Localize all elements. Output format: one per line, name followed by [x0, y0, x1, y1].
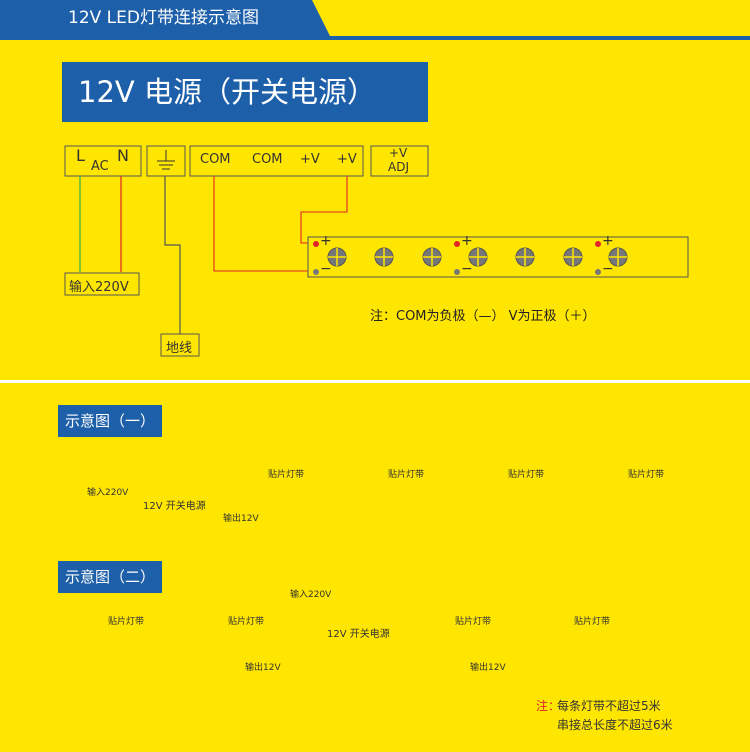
d1-output-label: 输出12V — [223, 514, 259, 524]
terminal-ground-box — [146, 145, 186, 177]
ground-wire-label: 地线 — [166, 341, 193, 356]
strip-minus-1: − — [320, 261, 332, 277]
negative-dot-2 — [454, 269, 460, 275]
d2-input-label: 输入220V — [290, 590, 332, 600]
d2-output-left: 输出12V — [245, 663, 281, 673]
strip-plus-1: + — [320, 233, 332, 249]
d2-strip-label-2: 贴片灯带 — [228, 617, 265, 627]
led-strip — [307, 236, 689, 278]
positive-wire — [300, 176, 348, 244]
d2-strip-label-3: 贴片灯带 — [455, 617, 492, 627]
d2-strip-label-4: 贴片灯带 — [574, 617, 611, 627]
terminal-output-box — [189, 145, 364, 177]
strip-minus-3: − — [602, 261, 614, 277]
terminal-ac-box — [64, 145, 142, 177]
top-tab-underline — [0, 36, 750, 40]
input-label-box — [64, 272, 140, 296]
d1-strip-label-2: 贴片灯带 — [388, 470, 425, 480]
d1-psu-label: 12V 开关电源 — [143, 501, 206, 512]
d1-strip-label-3: 贴片灯带 — [508, 470, 545, 480]
com-wire — [213, 176, 318, 272]
positive-dot-2 — [454, 241, 460, 247]
polarity-note: 注：COM为负极（—） V为正极（＋） — [370, 309, 596, 324]
positive-dot-1 — [313, 241, 319, 247]
ground-symbol-icon — [157, 150, 175, 170]
terminal-n-label: N — [117, 146, 129, 165]
positive-dot-3 — [595, 241, 601, 247]
top-tab-title: 12V LED灯带连接示意图 — [0, 0, 330, 36]
ground-label-box — [160, 333, 200, 357]
adj-v-label: +V — [389, 146, 408, 160]
strip-plus-2: + — [461, 233, 473, 249]
terminal-ac-label: AC — [91, 159, 109, 174]
ground-wire — [164, 176, 181, 334]
d2-psu-label: 12V 开关电源 — [327, 629, 390, 640]
diagram1-heading: 示意图（一） — [58, 405, 162, 437]
d2-output-right: 输出12V — [470, 663, 506, 673]
negative-dot-1 — [313, 269, 319, 275]
negative-dot-3 — [595, 269, 601, 275]
terminal-com-1-label: COM — [200, 152, 231, 167]
top-tab-bar: 12V LED灯带连接示意图 — [0, 0, 750, 40]
footer-note-prefix: 注： — [536, 699, 561, 713]
d1-strip-label-1: 贴片灯带 — [268, 470, 305, 480]
strip-minus-2: − — [461, 261, 473, 277]
d1-input-label: 输入220V — [87, 488, 129, 498]
d2-strip-label-1: 贴片灯带 — [108, 617, 145, 627]
footer-note-line2: 串接总长度不超过6米 — [557, 718, 673, 732]
d1-strip-label-4: 贴片灯带 — [628, 470, 665, 480]
strip-plus-3: + — [602, 233, 614, 249]
terminal-v-2-label: +V — [337, 152, 357, 167]
footer-note-line1: 每条灯带不超过5米 — [557, 699, 661, 713]
terminal-v-1-label: +V — [300, 152, 320, 167]
adj-label: ADJ — [388, 160, 409, 174]
led-pads — [327, 247, 628, 267]
input-220v-label: 输入220V — [69, 280, 129, 295]
terminal-adj-box — [370, 145, 429, 177]
diagram2-heading: 示意图（二） — [58, 561, 162, 593]
terminal-l-label: L — [76, 146, 85, 165]
psu-title: 12V 电源（开关电源） — [62, 62, 428, 122]
pad-markers — [313, 241, 601, 275]
terminal-com-2-label: COM — [252, 152, 283, 167]
